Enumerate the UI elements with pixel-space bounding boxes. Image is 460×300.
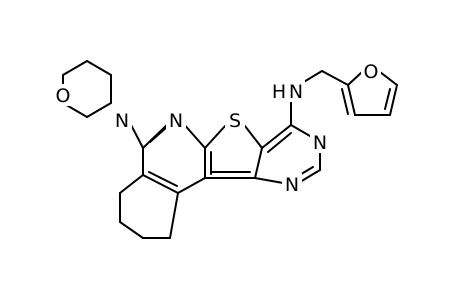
bond (261, 124, 292, 149)
atom-labels: O N N S N N H N O (53, 60, 381, 196)
bond (169, 192, 179, 239)
bond (142, 174, 179, 194)
label-background (310, 131, 330, 153)
label-background (361, 60, 381, 82)
atom-label: N (115, 110, 129, 132)
bond (347, 71, 363, 86)
label-background (271, 80, 305, 102)
atom-nh-amine: H N (271, 80, 305, 103)
label-background (53, 84, 73, 106)
bond (177, 177, 206, 194)
bond (149, 126, 168, 143)
bond (204, 125, 226, 149)
label-background (282, 173, 302, 195)
atom-label: O (364, 61, 379, 83)
atom-n-pyrimidine-lower: N (282, 173, 302, 196)
bond (86, 102, 112, 118)
atom-label: O (56, 85, 71, 107)
atom-n-pyridine: N (166, 109, 186, 132)
atom-o-morpholine: O (53, 84, 73, 107)
bond (244, 125, 263, 149)
atom-label: N (285, 174, 299, 196)
bond (119, 174, 144, 194)
bond (290, 124, 311, 137)
bond (389, 84, 398, 116)
bond (86, 60, 112, 76)
label-background (225, 109, 245, 131)
bond (148, 171, 178, 187)
bond (254, 147, 263, 179)
bond (267, 132, 292, 153)
atom-label: N (169, 110, 183, 132)
bond (384, 88, 391, 110)
label-background (166, 109, 186, 131)
bond (379, 71, 398, 86)
bond (254, 177, 284, 184)
bond (119, 221, 144, 239)
bond (299, 169, 321, 183)
bonds (62, 60, 398, 239)
atom-s-thiophene: S (225, 109, 245, 132)
atom-n-pyrimidine-upper: N (310, 131, 330, 154)
bond (321, 70, 349, 86)
bond (301, 70, 323, 84)
atom-o-furan: O (361, 60, 381, 83)
atom-n-morpholine: N (112, 109, 132, 132)
bond (341, 88, 349, 115)
bond (62, 60, 88, 76)
atom-label: H (272, 81, 286, 103)
atom-label: N (313, 132, 327, 154)
label-background (112, 109, 132, 131)
atom-label: N (289, 81, 303, 103)
bond (347, 84, 356, 116)
atom-label: S (229, 110, 241, 132)
